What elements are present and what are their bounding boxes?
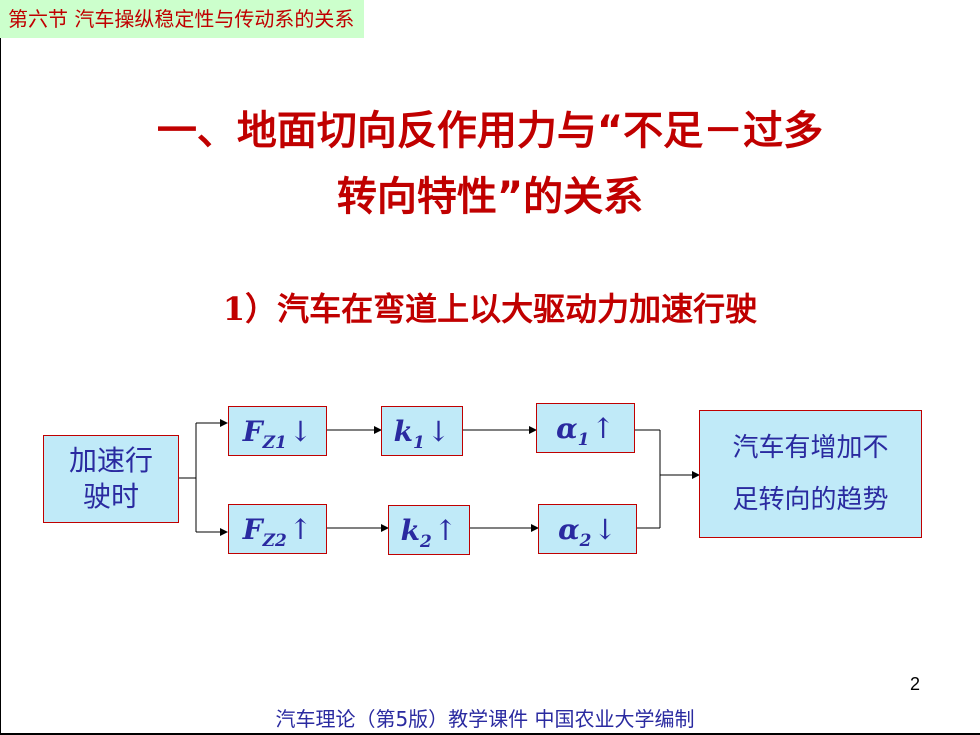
down-arrow-icon: ↓ [288, 414, 313, 448]
slide-title-line-2: 转向特性”的关系 [336, 174, 644, 220]
footer-credit: 汽车理论（第5版）教学课件 中国农业大学编制 [275, 707, 695, 731]
left-border [0, 38, 1, 735]
subtitle: 1）汽车在弯道上以大驱动力加速行驶 [222, 290, 758, 328]
box-result: 汽车有增加不 足转向的趋势 [699, 410, 922, 538]
symbol-fz1: FZ1↓ [242, 414, 313, 453]
symbol-k1: k1↓ [393, 414, 451, 453]
box-result-line-1: 汽车有增加不 [732, 433, 889, 463]
box-accelerating: 加速行 驶时 [43, 435, 179, 523]
box-accelerating-line-2: 驶时 [82, 480, 139, 513]
down-arrow-icon: ↓ [593, 512, 617, 546]
down-arrow-icon: ↓ [426, 414, 451, 448]
section-header: 第六节 汽车操纵稳定性与传动系的关系 [0, 0, 365, 38]
symbol-k2: k2↑ [400, 513, 458, 552]
up-arrow-icon: ↑ [288, 512, 313, 546]
up-arrow-icon: ↑ [433, 513, 458, 547]
symbol-alpha1: α1↑ [556, 411, 615, 450]
symbol-fz2: FZ2↑ [242, 512, 313, 551]
box-alpha2: α2↓ [538, 504, 637, 554]
box-fz2: FZ2↑ [228, 504, 327, 554]
box-accelerating-line-1: 加速行 [68, 444, 153, 477]
page-number: 2 [909, 674, 920, 694]
box-result-line-2: 足转向的趋势 [732, 485, 889, 515]
box-fz1: FZ1↓ [228, 406, 327, 456]
box-k2: k2↑ [388, 505, 470, 555]
symbol-alpha2: α2↓ [558, 512, 617, 551]
up-arrow-icon: ↑ [591, 411, 615, 445]
box-alpha1: α1↑ [536, 403, 635, 453]
box-k1: k1↓ [381, 406, 463, 456]
footer-divider [0, 733, 980, 735]
slide-title-line-1: 一、地面切向反作用力与“不足－过多 [156, 108, 824, 154]
